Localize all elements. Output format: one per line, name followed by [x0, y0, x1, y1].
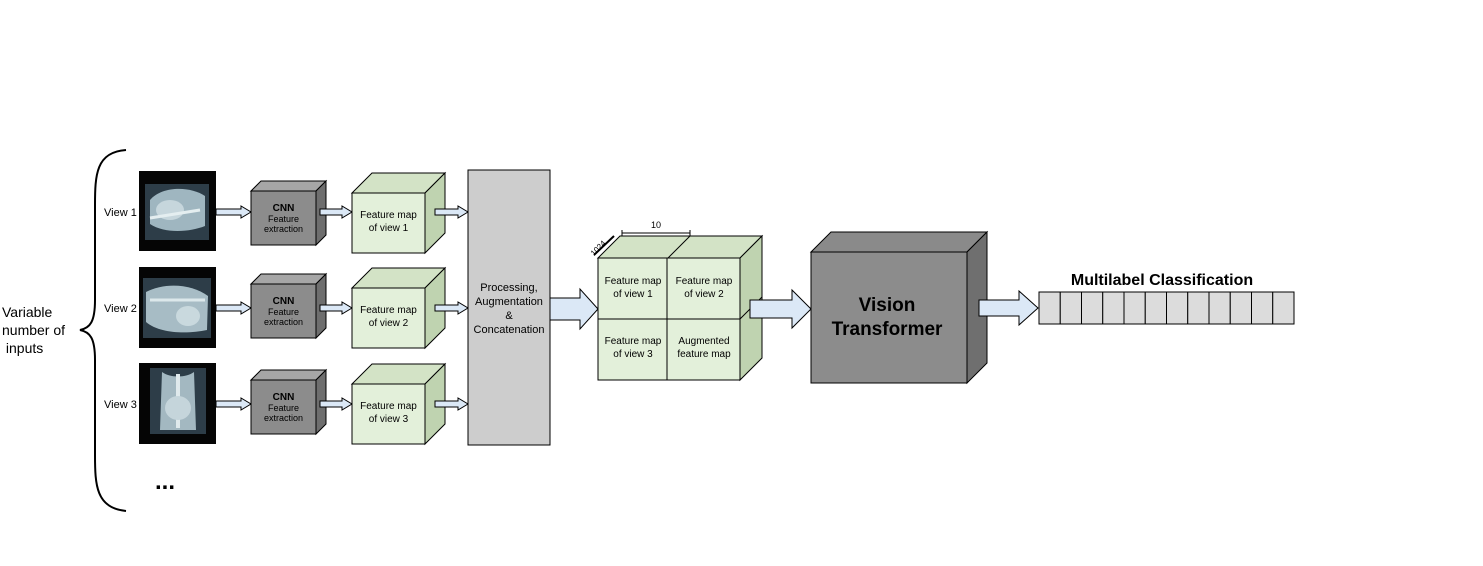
- arrow-image-to-cnn-1: [215, 205, 252, 219]
- arrow-processing-to-grid: [549, 287, 599, 331]
- arrow-fmap-to-processing-2: [434, 301, 469, 315]
- cnn-sub-3b: extraction: [264, 413, 303, 423]
- concatenated-feature-grid: Feature map of view 1 Feature map of vie…: [589, 220, 764, 382]
- grid-cell-2b: of view 2: [684, 289, 724, 300]
- cnn-sub-3a: Feature: [268, 403, 299, 413]
- grid-cell-3b: of view 3: [613, 349, 653, 360]
- cnn-sub-1b: extraction: [264, 224, 303, 234]
- view-label-3: View 3: [104, 399, 137, 411]
- fmap-label-3b: of view 3: [369, 414, 409, 425]
- grid-cell-1b: of view 1: [613, 289, 653, 300]
- fmap-label-1b: of view 1: [369, 223, 409, 234]
- xray-image-2: [139, 267, 216, 348]
- grid-cell-3a: Feature map: [605, 336, 662, 347]
- arrow-image-to-cnn-3: [215, 397, 252, 411]
- fmap-label-3a: Feature map: [360, 401, 417, 412]
- inputs-label-line1: Variable: [2, 304, 53, 320]
- output-cell-5: [1123, 291, 1146, 325]
- arrow-cnn-to-fmap-1: [319, 205, 353, 219]
- vit-top-face: [809, 231, 989, 253]
- output-cell-11: [1251, 291, 1274, 325]
- cnn-block-1: CNN Feature extraction: [249, 179, 328, 247]
- fmap-block-1: Feature map of view 1: [350, 171, 447, 255]
- output-cell-10: [1229, 291, 1252, 325]
- arrow-grid-to-vit: [749, 288, 812, 330]
- arrow-cnn-to-fmap-3: [319, 397, 353, 411]
- arrow-fmap-to-processing-1: [434, 205, 469, 219]
- output-cell-9: [1208, 291, 1231, 325]
- output-cell-12: [1272, 291, 1295, 325]
- output-label-vector: [1038, 291, 1295, 325]
- arrow-fmap-to-processing-3: [434, 397, 469, 411]
- output-title: Multilabel Classification: [1071, 272, 1253, 289]
- processing-line1: Processing,: [480, 282, 537, 294]
- vision-transformer-block: Vision Transformer: [809, 230, 989, 385]
- fmap-block-3: Feature map of view 3: [350, 362, 447, 446]
- arrow-image-to-cnn-2: [215, 301, 252, 315]
- processing-block: Processing, Augmentation & Concatenation: [467, 169, 551, 446]
- width-dimension-label: 10: [651, 220, 661, 230]
- cnn-sub-2a: Feature: [268, 307, 299, 317]
- cnn-title-2: CNN: [273, 296, 295, 307]
- vit-label-line1: Vision: [859, 295, 916, 316]
- cnn-sub-1a: Feature: [268, 214, 299, 224]
- view-row-1: View 1 CNN Feature extraction Feature ma…: [104, 171, 469, 255]
- arrow-cnn-to-fmap-2: [319, 301, 353, 315]
- cnn-top-face-1: [249, 180, 328, 192]
- grid-top-face: [596, 235, 764, 259]
- cnn-top-face-3: [249, 369, 328, 381]
- fmap-label-2a: Feature map: [360, 305, 417, 316]
- cnn-title-3: CNN: [273, 392, 295, 403]
- fmap-front-face-2: [351, 287, 426, 349]
- output-cell-1: [1038, 291, 1061, 325]
- fmap-label-1a: Feature map: [360, 210, 417, 221]
- grid-cell-4b: feature map: [677, 349, 731, 360]
- processing-line2: Augmentation: [475, 296, 543, 308]
- cnn-sub-2b: extraction: [264, 317, 303, 327]
- fmap-front-face-1: [351, 192, 426, 254]
- view-label-2: View 2: [104, 303, 137, 315]
- fmap-label-2b: of view 2: [369, 318, 409, 329]
- view-row-3: View 3 CNN Feature extraction Feature ma…: [104, 362, 469, 446]
- arrow-vit-to-output: [978, 289, 1039, 327]
- processing-line3: &: [505, 310, 513, 322]
- width-dimension-marker: 10: [621, 220, 691, 236]
- inputs-label-line3: inputs: [2, 340, 43, 356]
- output-cell-3: [1081, 291, 1104, 325]
- grid-cell-4a: Augmented: [678, 336, 729, 347]
- inputs-label-line2: number of: [2, 322, 65, 338]
- cnn-front-face-1: [250, 190, 317, 246]
- more-views-ellipsis: ...: [155, 468, 175, 495]
- output-cell-4: [1102, 291, 1125, 325]
- output-cell-8: [1187, 291, 1210, 325]
- cnn-title-1: CNN: [273, 203, 295, 214]
- xray-image-1: [139, 171, 216, 251]
- view-label-1: View 1: [104, 207, 137, 219]
- vit-front-face: [810, 251, 968, 384]
- fmap-front-face-3: [351, 383, 426, 445]
- view-row-2: View 2 CNN Feature extraction Feature ma…: [104, 266, 469, 350]
- cnn-front-face-2: [250, 283, 317, 339]
- cnn-block-3: CNN Feature extraction: [249, 368, 328, 436]
- grid-cell-2a: Feature map: [676, 276, 733, 287]
- processing-box: [467, 169, 551, 446]
- cnn-front-face-3: [250, 379, 317, 435]
- output-cell-7: [1166, 291, 1189, 325]
- cnn-top-face-2: [249, 273, 328, 285]
- inputs-brace: [79, 149, 127, 512]
- grid-cell-1a: Feature map: [605, 276, 662, 287]
- processing-line4: Concatenation: [474, 324, 545, 336]
- output-cell-6: [1144, 291, 1167, 325]
- output-cell-2: [1059, 291, 1082, 325]
- fmap-block-2: Feature map of view 2: [350, 266, 447, 350]
- xray-image-3: [139, 363, 216, 444]
- cnn-block-2: CNN Feature extraction: [249, 272, 328, 340]
- vit-label-line2: Transformer: [832, 319, 943, 340]
